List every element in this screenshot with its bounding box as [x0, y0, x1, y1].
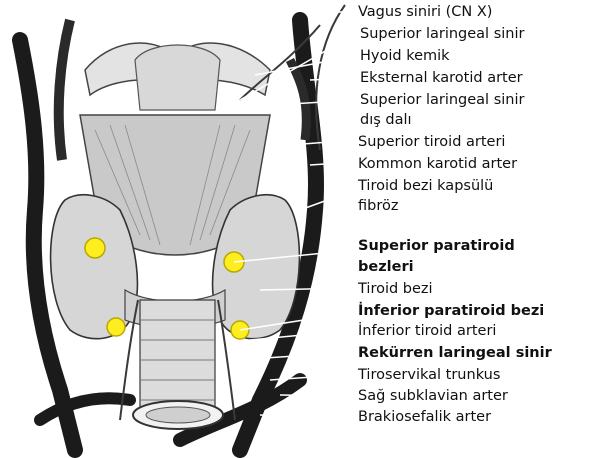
- label-superior-parathyroid-line2: bezleri: [358, 259, 414, 276]
- trachea: [133, 300, 223, 429]
- label-superior-thyroid-artery: Superior tiroid arteri: [358, 134, 505, 151]
- label-inferior-parathyroid: İnferior paratiroid bezi: [358, 303, 544, 320]
- label-sup-laryngeal-external-branch: Superior laringeal sinir: [360, 92, 524, 109]
- epiglottis: [135, 45, 220, 110]
- label-sup-laryngeal-external-branch-line2: dış dalı: [360, 112, 412, 129]
- label-external-carotid: Eksternal karotid arter: [360, 70, 523, 87]
- label-inferior-thyroid-artery: İnferior tiroid arteri: [358, 323, 496, 340]
- label-thyroid-capsule: Tiroid bezi kapsülü: [358, 178, 493, 195]
- label-right-subclavian: Sağ subklavian arter: [358, 388, 508, 405]
- label-superior-laryngeal-nerve: Superior laringeal sinir: [360, 26, 524, 43]
- label-brachiocephalic: Brakiosefalik arter: [358, 409, 491, 426]
- label-recurrent-laryngeal-nerve: Rekürren laringeal sinir: [358, 345, 552, 362]
- label-thyroid-gland: Tiroid bezi: [358, 281, 433, 298]
- subclavian-artery: [40, 398, 130, 420]
- label-hyoid-bone: Hyoid kemik: [360, 48, 450, 65]
- left-internal-jugular-vessel: [59, 20, 70, 160]
- superior-parathyroid-right: [85, 238, 105, 258]
- label-thyrocervical-trunk: Tiroservikal trunkus: [358, 367, 500, 384]
- hyoid-region: [85, 43, 270, 110]
- vagus-nerve: [316, 5, 345, 150]
- label-common-carotid: Kommon karotid arter: [358, 156, 517, 173]
- label-superior-parathyroid: Superior paratiroid: [358, 238, 515, 255]
- label-vagus-nerve: Vagus siniri (CN X): [358, 4, 492, 21]
- label-thyroid-capsule-line2: fibröz: [358, 198, 398, 215]
- inferior-parathyroid-right: [107, 318, 125, 336]
